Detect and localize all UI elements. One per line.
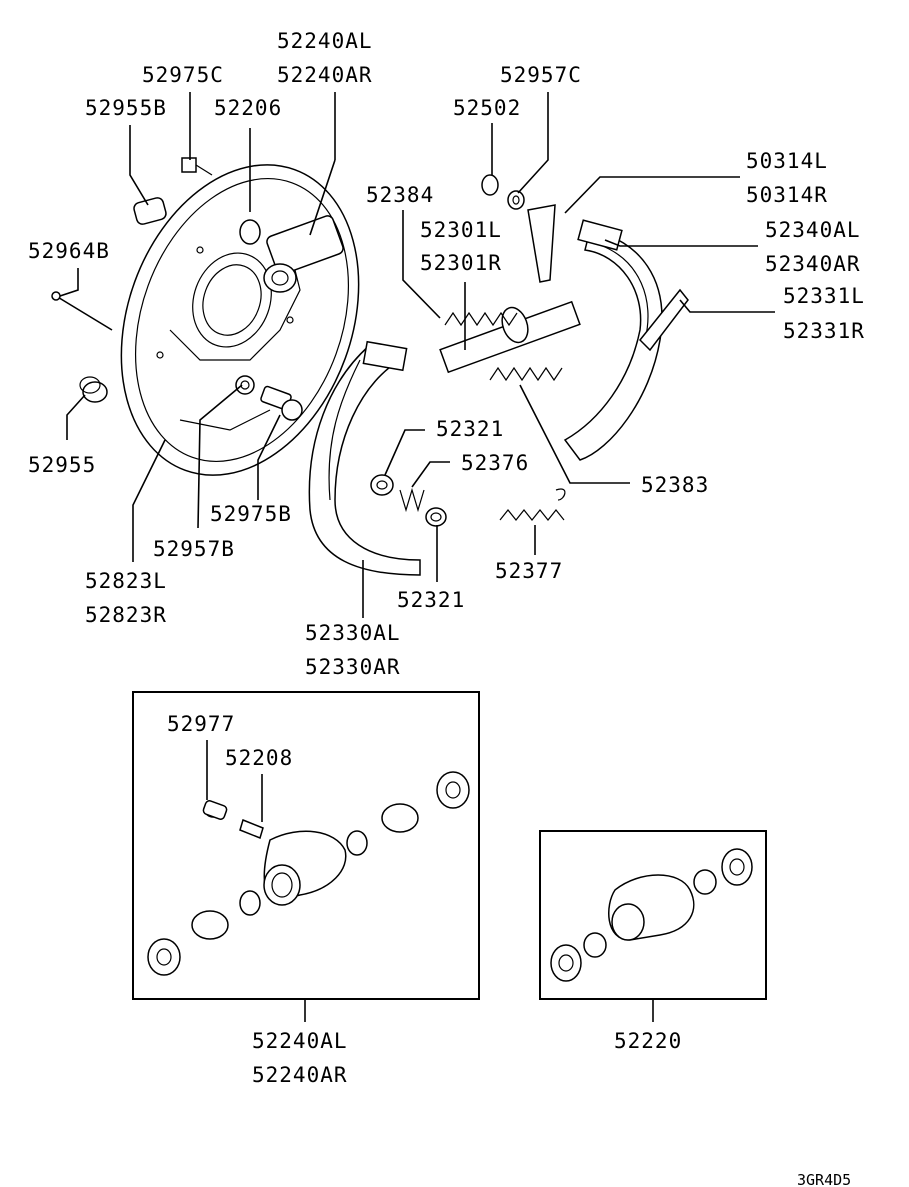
spring-52383 bbox=[489, 366, 563, 382]
label-52376: 52376 bbox=[461, 451, 529, 475]
label-52340AL: 52340AL bbox=[765, 218, 861, 242]
exploded-view-box-1 bbox=[132, 691, 480, 1000]
lever-52331 bbox=[638, 288, 689, 352]
label-52384: 52384 bbox=[366, 183, 434, 207]
label-52383: 52383 bbox=[641, 473, 709, 497]
bolt-52964B bbox=[51, 291, 113, 331]
label-52977: 52977 bbox=[167, 712, 235, 736]
label-52321-top: 52321 bbox=[436, 417, 504, 441]
label-52330AL: 52330AL bbox=[305, 621, 401, 645]
nut-52957B bbox=[235, 375, 255, 395]
label-52823L: 52823L bbox=[85, 569, 167, 593]
spring-52377 bbox=[499, 488, 566, 521]
cylinder-exploded-2 bbox=[550, 848, 753, 982]
wheel-cylinder-mounted bbox=[239, 215, 344, 293]
box1-leader-lines bbox=[206, 740, 306, 1022]
label-52220: 52220 bbox=[614, 1029, 682, 1053]
label-50314L: 50314L bbox=[746, 149, 828, 173]
label-52240AR-bottom: 52240AR bbox=[252, 1063, 348, 1087]
plug-52955 bbox=[79, 376, 108, 403]
label-52330AR: 52330AR bbox=[305, 655, 401, 679]
label-50314R: 50314R bbox=[746, 183, 828, 207]
cup-52321-top bbox=[370, 474, 394, 496]
cup-52321-bottom bbox=[425, 507, 447, 527]
backing-plate bbox=[120, 164, 360, 476]
plug-52955B bbox=[133, 197, 167, 225]
label-52301R: 52301R bbox=[420, 251, 502, 275]
label-52240AR-top: 52240AR bbox=[277, 63, 373, 87]
label-52331L: 52331L bbox=[783, 284, 865, 308]
label-52957B: 52957B bbox=[153, 537, 235, 561]
label-52957C: 52957C bbox=[500, 63, 582, 87]
bolt-52975B bbox=[260, 385, 303, 421]
brake-shoe-52330A bbox=[308, 340, 421, 576]
diagram-code: 3GR4D5 bbox=[797, 1171, 851, 1187]
leader-lines bbox=[59, 92, 775, 618]
label-52321-bottom: 52321 bbox=[397, 588, 465, 612]
label-52964B: 52964B bbox=[28, 239, 110, 263]
washer-52957C bbox=[507, 190, 525, 210]
label-52340AR: 52340AR bbox=[765, 252, 861, 276]
label-52955: 52955 bbox=[28, 453, 96, 477]
spring-52376 bbox=[399, 487, 425, 513]
spring-52384 bbox=[444, 311, 518, 327]
label-52823R: 52823R bbox=[85, 603, 167, 627]
label-52502: 52502 bbox=[453, 96, 521, 120]
adjuster-52301 bbox=[439, 300, 581, 374]
label-52240AL-bottom: 52240AL bbox=[252, 1029, 348, 1053]
label-52975C: 52975C bbox=[142, 63, 224, 87]
label-52208: 52208 bbox=[225, 746, 293, 770]
label-52206: 52206 bbox=[214, 96, 282, 120]
label-52955B: 52955B bbox=[85, 96, 167, 120]
label-52301L: 52301L bbox=[420, 218, 502, 242]
label-52240AL-top: 52240AL bbox=[277, 29, 373, 53]
lever-50314 bbox=[527, 204, 556, 283]
retainer-52502 bbox=[481, 174, 499, 196]
part-number-labels: 52240AL 52240AR 52975C 52955B 52206 5295… bbox=[28, 29, 865, 1187]
bolt-52975C bbox=[181, 157, 213, 176]
cylinder-exploded-1 bbox=[147, 771, 470, 976]
label-52331R: 52331R bbox=[783, 319, 865, 343]
label-52377: 52377 bbox=[495, 559, 563, 583]
label-52975B: 52975B bbox=[210, 502, 292, 526]
